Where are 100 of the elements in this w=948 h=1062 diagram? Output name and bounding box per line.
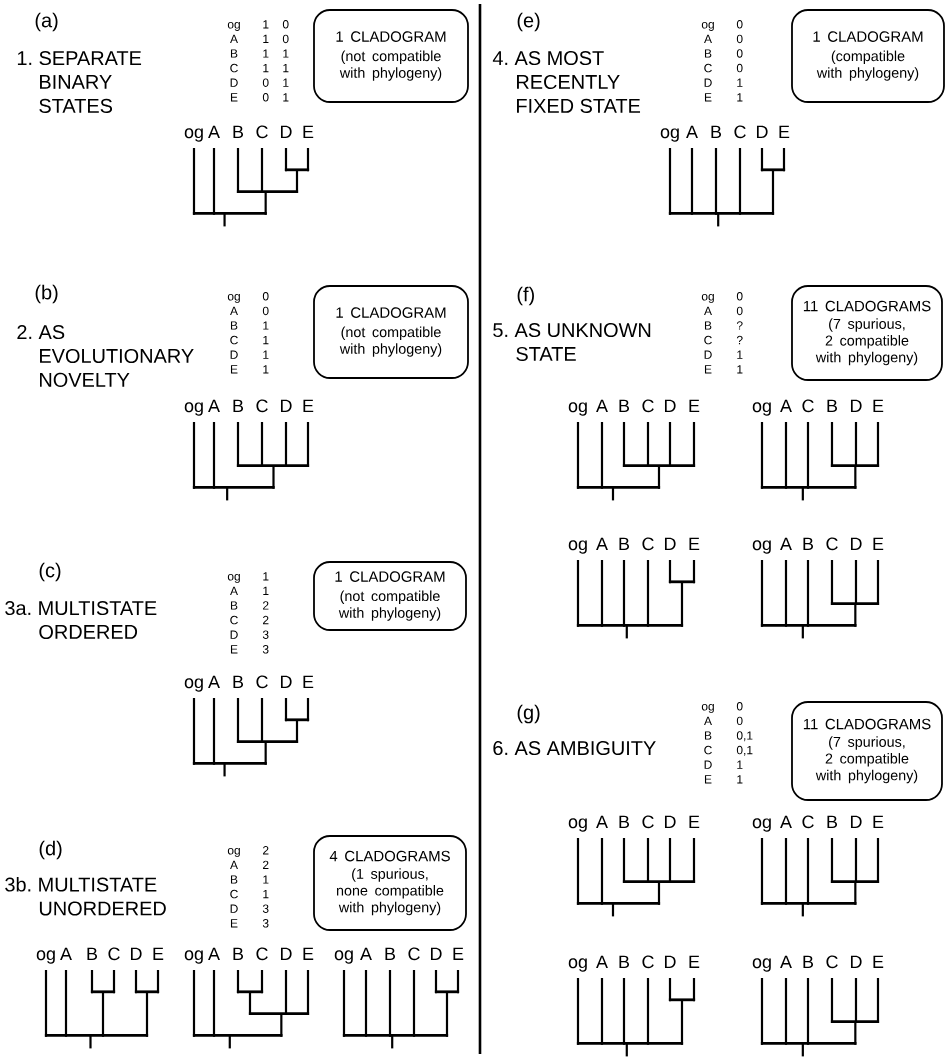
taxon-label: D xyxy=(281,947,292,960)
taxon-label: D xyxy=(665,955,676,968)
taxon-label: E xyxy=(153,947,164,960)
taxon-label: B xyxy=(803,537,814,550)
panel-letter: (e) xyxy=(517,12,540,32)
taxon-label: D xyxy=(665,815,676,828)
taxon-label: C xyxy=(256,675,268,689)
taxon-label: og xyxy=(184,950,203,964)
taxon-label: og xyxy=(184,678,203,692)
taxon-label: og xyxy=(752,958,771,972)
method-heading: 1. SEPARATE BINARY STATES xyxy=(17,51,142,113)
taxon-label: A xyxy=(780,399,792,412)
taxon-label: D xyxy=(851,537,862,550)
method-heading: 6. AS AMBIGUITY xyxy=(493,741,656,756)
taxon-label: E xyxy=(873,955,884,968)
method-heading: 2. AS EVOLUTIONARY NOVELTY xyxy=(17,325,194,387)
taxon-label: D xyxy=(851,955,862,968)
taxon-label: D xyxy=(281,399,292,412)
taxon-label: C xyxy=(642,815,654,829)
taxon-label: A xyxy=(596,955,608,968)
taxon-label: D xyxy=(665,399,676,412)
taxon-label: A xyxy=(596,537,608,550)
taxon-label: og xyxy=(752,540,771,554)
taxon-label: og xyxy=(752,402,771,416)
taxon-label: A xyxy=(686,125,698,138)
method-heading: 5. AS UNKNOWN STATE xyxy=(493,323,651,361)
taxon-label: C xyxy=(802,399,814,413)
taxon-label: A xyxy=(208,947,220,960)
taxon-label: E xyxy=(689,815,700,828)
method-heading: 3b. MULTISTATE UNORDERED xyxy=(5,877,166,916)
taxon-label: A xyxy=(360,947,372,960)
taxon-label: D xyxy=(431,947,442,960)
taxon-label: D xyxy=(281,675,292,688)
taxon-label: B xyxy=(619,815,630,828)
taxon-label: A xyxy=(60,947,72,960)
method-heading: 3a. MULTISTATE ORDERED xyxy=(5,601,157,639)
taxon-label: D xyxy=(757,125,768,138)
taxon-label: C xyxy=(642,537,654,551)
taxon-label: C xyxy=(734,125,746,139)
taxon-label: B xyxy=(233,399,244,412)
taxon-label: C xyxy=(826,537,838,551)
taxon-label: og xyxy=(568,540,587,554)
taxon-label: og xyxy=(334,950,353,964)
taxon-label: B xyxy=(233,675,244,688)
taxon-label: og xyxy=(36,950,55,964)
taxon-label: og xyxy=(568,402,587,416)
taxon-label: E xyxy=(873,537,884,550)
taxon-label: B xyxy=(385,947,396,960)
taxon-label: E xyxy=(779,125,790,138)
panel-letter: (g) xyxy=(517,704,540,724)
taxon-label: C xyxy=(826,955,838,969)
taxon-label: B xyxy=(619,537,630,550)
taxon-label: A xyxy=(780,955,792,968)
taxon-label: og xyxy=(568,818,587,832)
taxon-label: E xyxy=(453,947,464,960)
panel-letter: (a) xyxy=(35,12,58,32)
taxon-label: C xyxy=(256,947,268,961)
taxon-label: C xyxy=(256,399,268,413)
taxon-label: og xyxy=(184,128,203,142)
taxon-label: A xyxy=(208,125,220,138)
method-heading: 4. AS MOST RECENTLY FIXED STATE xyxy=(492,51,641,113)
taxon-label: A xyxy=(596,399,608,412)
taxon-label: D xyxy=(131,947,142,960)
taxon-label: C xyxy=(256,125,268,139)
taxon-label: E xyxy=(689,537,700,550)
taxon-label: E xyxy=(873,399,884,412)
taxon-label: C xyxy=(642,399,654,413)
taxon-label: C xyxy=(408,947,420,961)
taxon-label: og xyxy=(184,402,203,416)
taxon-label: E xyxy=(689,399,700,412)
taxon-label: B xyxy=(711,125,722,138)
taxon-label: og xyxy=(568,958,587,972)
taxon-label: C xyxy=(642,955,654,969)
taxon-label: E xyxy=(303,947,314,960)
taxon-label: E xyxy=(303,675,314,688)
taxon-label: og xyxy=(660,128,679,142)
taxon-label: D xyxy=(281,125,292,138)
taxon-label: C xyxy=(108,947,120,961)
taxon-label: A xyxy=(780,537,792,550)
panel-letter: (b) xyxy=(35,284,58,304)
taxon-label: B xyxy=(619,955,630,968)
taxon-label: B xyxy=(233,125,244,138)
taxon-label: B xyxy=(803,955,814,968)
taxon-label: B xyxy=(233,947,244,960)
panel-letter: (d) xyxy=(39,840,62,860)
panel-letter: (c) xyxy=(39,562,61,582)
panel-letter: (f) xyxy=(517,286,534,306)
taxon-label: A xyxy=(208,675,220,688)
taxon-label: E xyxy=(303,125,314,138)
taxon-label: A xyxy=(208,399,220,412)
taxon-label: D xyxy=(851,399,862,412)
taxon-label: D xyxy=(665,537,676,550)
taxon-label: A xyxy=(596,815,608,828)
taxon-label: B xyxy=(827,399,838,412)
taxon-label: B xyxy=(87,947,98,960)
taxon-label: A xyxy=(780,815,792,828)
taxon-label: B xyxy=(619,399,630,412)
taxon-label: og xyxy=(752,818,771,832)
taxon-label: E xyxy=(689,955,700,968)
taxon-label: E xyxy=(303,399,314,412)
